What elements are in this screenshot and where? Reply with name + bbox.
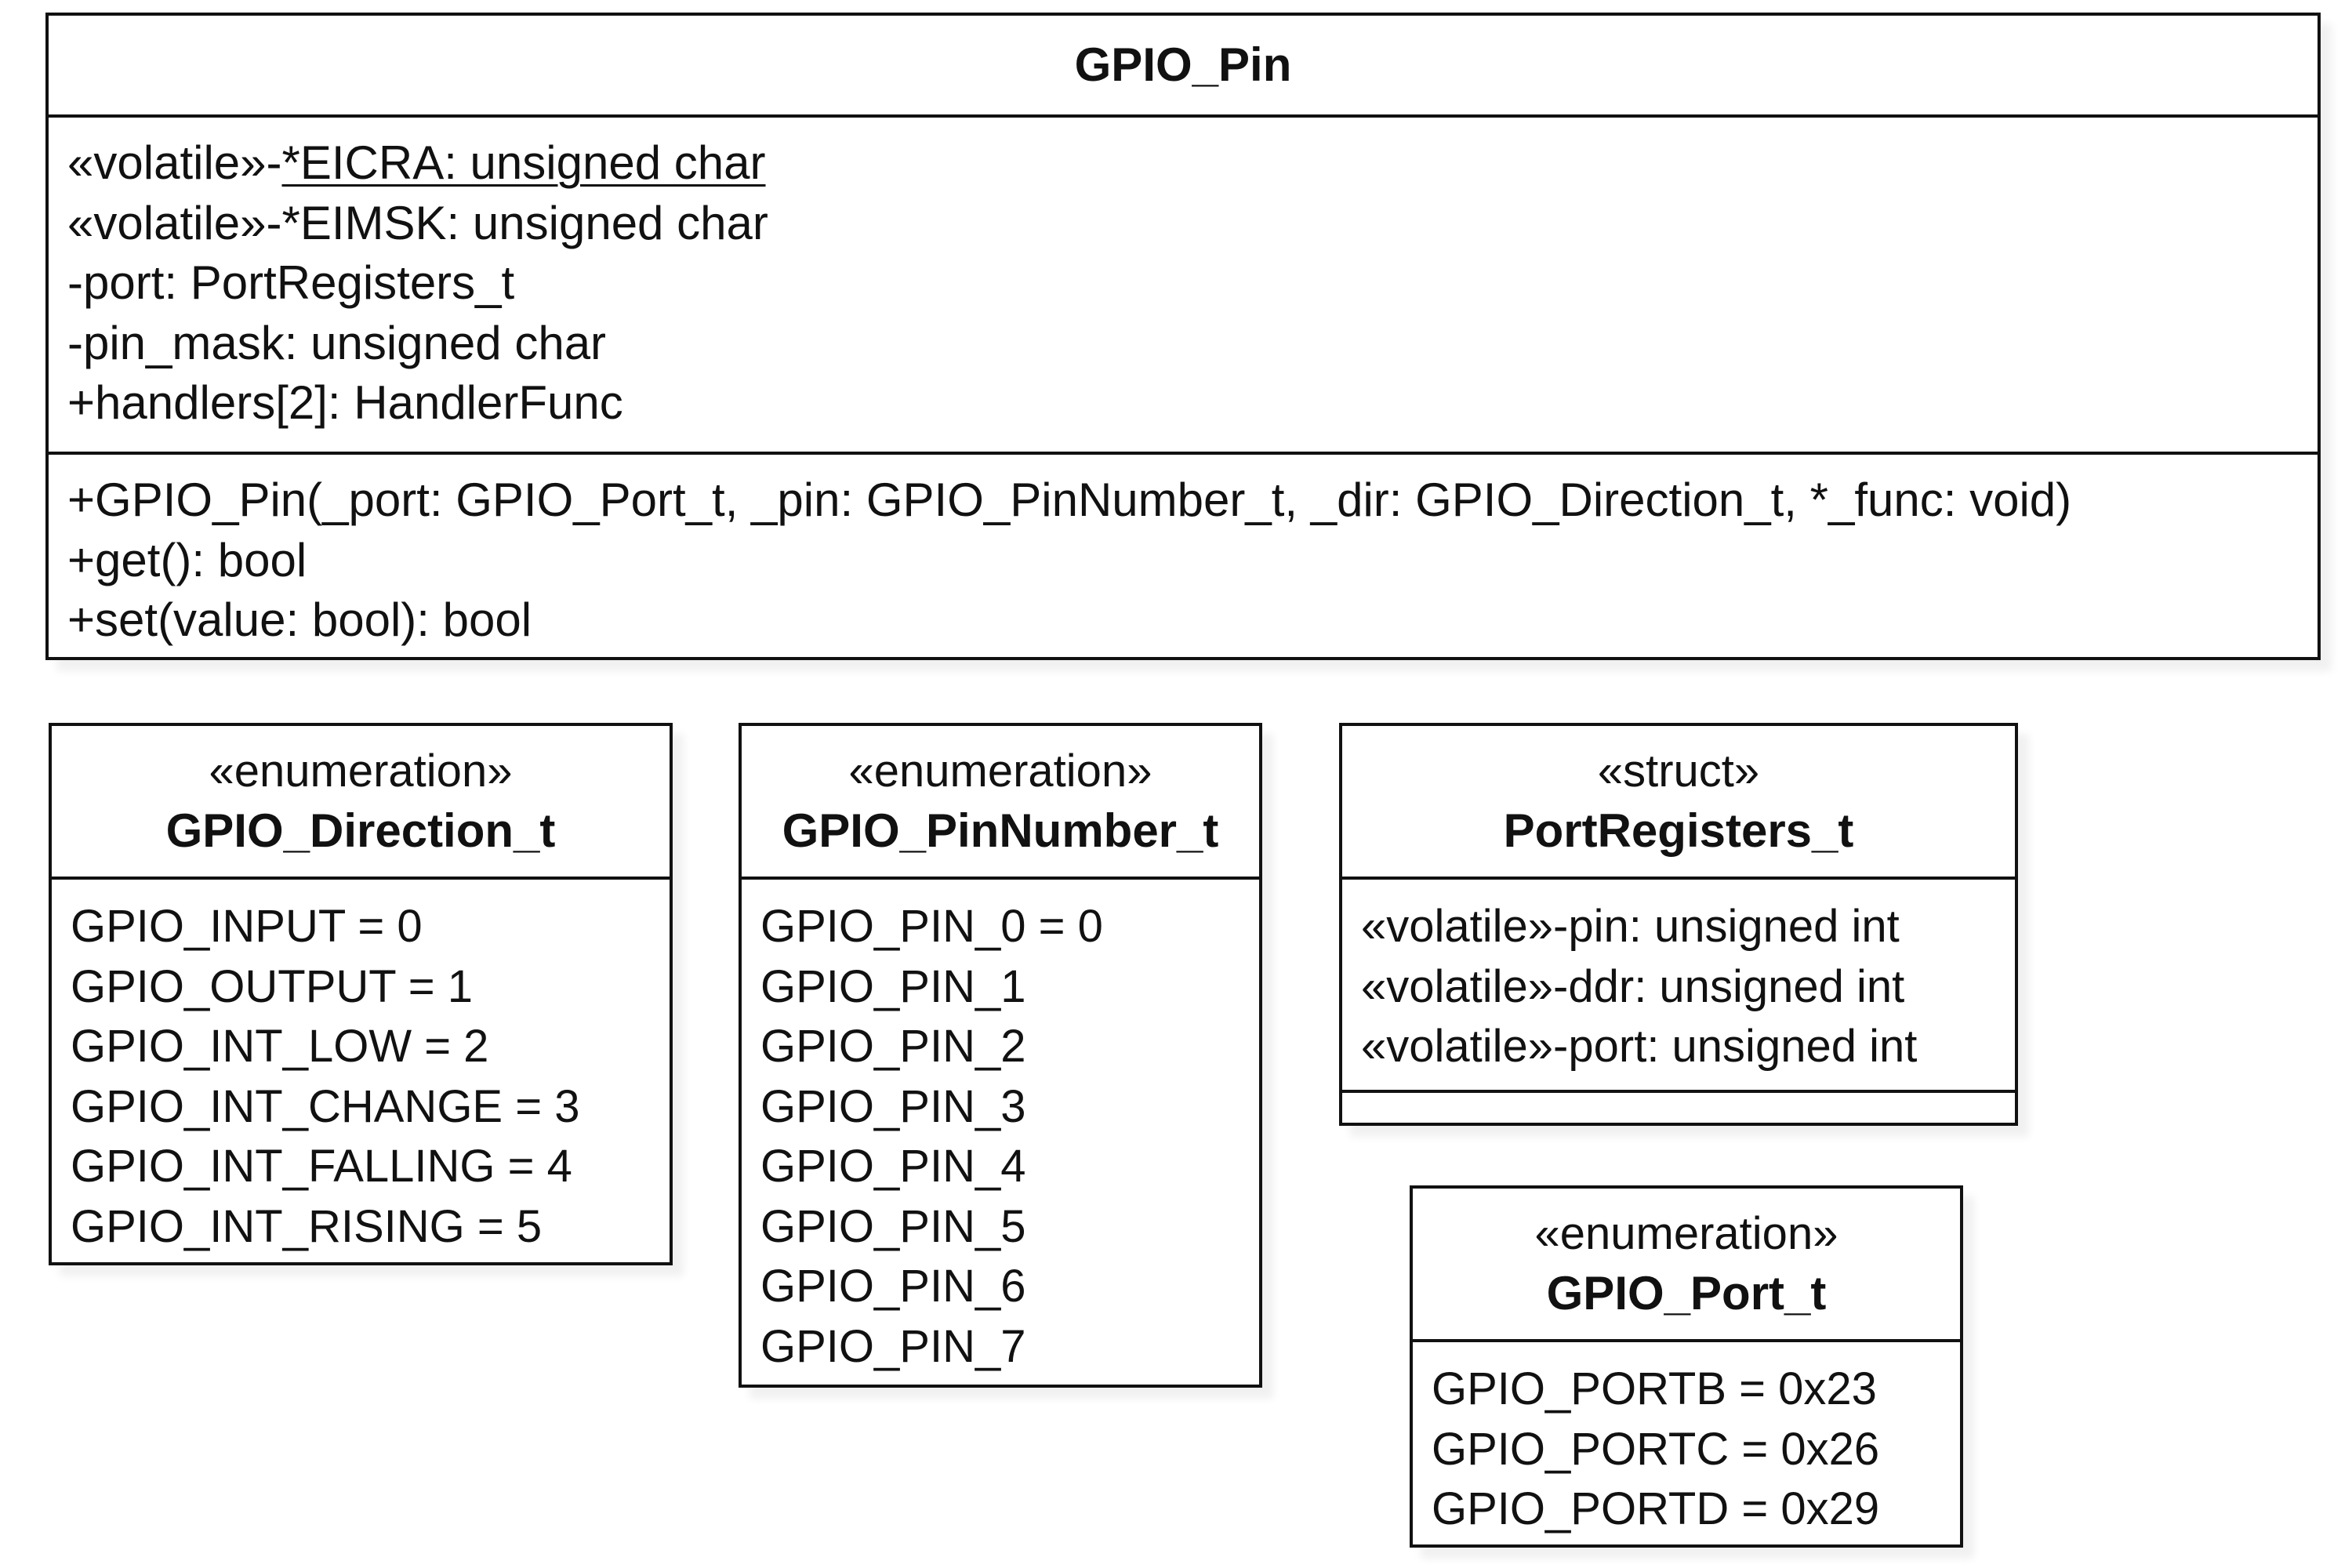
class-header: GPIO_Pin: [49, 16, 2318, 118]
enum-literal: GPIO_INPUT = 0: [71, 901, 423, 952]
enum-gpio-pinnumber[interactable]: «enumeration» GPIO_PinNumber_t GPIO_PIN_…: [739, 723, 1262, 1388]
struct-port-registers[interactable]: «struct» PortRegisters_t «volatile»-pin:…: [1339, 723, 2018, 1126]
enum-literal: GPIO_OUTPUT = 1: [71, 960, 474, 1012]
enum-gpio-direction[interactable]: «enumeration» GPIO_Direction_t GPIO_INPU…: [49, 723, 673, 1265]
enum-literal: GPIO_INT_CHANGE = 3: [71, 1080, 580, 1132]
class-name: GPIO_Port_t: [1546, 1267, 1827, 1319]
attribute-row: «volatile»-*EIMSK: unsigned char: [67, 196, 768, 249]
static-attribute: *EICRA: unsigned char: [281, 136, 766, 189]
enum-literal: GPIO_INT_FALLING = 4: [71, 1141, 572, 1192]
enum-literal: GPIO_PIN_5: [760, 1200, 1026, 1252]
attributes-compartment: «volatile»-pin: unsigned int «volatile»-…: [1342, 880, 2015, 1093]
enum-literal: GPIO_PIN_6: [760, 1261, 1026, 1312]
literals-compartment: GPIO_PIN_0 = 0 GPIO_PIN_1 GPIO_PIN_2 GPI…: [742, 880, 1259, 1377]
operation-row: +GPIO_Pin(_port: GPIO_Port_t, _pin: GPIO…: [67, 474, 2072, 526]
class-header: «struct» PortRegisters_t: [1342, 726, 2015, 880]
attribute-row: «volatile»-*EICRA: unsigned char: [67, 136, 766, 189]
enum-literal: GPIO_INT_RISING = 5: [71, 1200, 543, 1252]
class-name: PortRegisters_t: [1503, 804, 1854, 857]
enum-literal: GPIO_PORTD = 0x29: [1432, 1483, 1880, 1534]
attribute-row: -port: PortRegisters_t: [67, 256, 515, 309]
enum-literal: GPIO_PORTB = 0x23: [1432, 1363, 1877, 1414]
literals-compartment: GPIO_INPUT = 0 GPIO_OUTPUT = 1 GPIO_INT_…: [52, 880, 670, 1257]
class-name: GPIO_PinNumber_t: [782, 804, 1219, 857]
enum-literal: GPIO_PIN_7: [760, 1320, 1026, 1372]
enum-literal: GPIO_PIN_1: [760, 960, 1026, 1012]
attribute-row: +handlers[2]: HandlerFunc: [67, 376, 623, 429]
class-gpio-pin[interactable]: GPIO_Pin «volatile»-*EICRA: unsigned cha…: [45, 13, 2321, 660]
class-name: GPIO_Direction_t: [165, 804, 556, 857]
stereotype-label: «enumeration»: [848, 746, 1152, 797]
stereotype-label: «struct»: [1597, 746, 1760, 797]
enum-gpio-port[interactable]: «enumeration» GPIO_Port_t GPIO_PORTB = 0…: [1410, 1185, 1963, 1548]
class-header: «enumeration» GPIO_PinNumber_t: [742, 726, 1259, 880]
attribute-row: «volatile»-pin: unsigned int: [1361, 901, 1900, 952]
enum-literal: GPIO_INT_LOW = 2: [71, 1021, 489, 1072]
stereotype-label: «enumeration»: [1534, 1208, 1838, 1259]
class-header: «enumeration» GPIO_Port_t: [1413, 1189, 1960, 1342]
class-name: GPIO_Pin: [1074, 38, 1292, 91]
stereotype-label: «enumeration»: [209, 746, 513, 797]
literals-compartment: GPIO_PORTB = 0x23 GPIO_PORTC = 0x26 GPIO…: [1413, 1342, 1960, 1540]
attributes-compartment: «volatile»-*EICRA: unsigned char «volati…: [49, 118, 2318, 455]
operations-compartment: +GPIO_Pin(_port: GPIO_Port_t, _pin: GPIO…: [49, 455, 2318, 651]
operation-row: +set(value: bool): bool: [67, 593, 532, 646]
operation-row: +get(): bool: [67, 533, 307, 586]
attribute-row: «volatile»-ddr: unsigned int: [1361, 960, 1905, 1012]
enum-literal: GPIO_PORTC = 0x26: [1432, 1423, 1880, 1475]
enum-literal: GPIO_PIN_3: [760, 1080, 1026, 1132]
enum-literal: GPIO_PIN_0 = 0: [760, 901, 1103, 952]
attribute-row: -pin_mask: unsigned char: [67, 316, 607, 369]
enum-literal: GPIO_PIN_2: [760, 1021, 1026, 1072]
attribute-row: «volatile»-port: unsigned int: [1361, 1021, 1918, 1072]
class-header: «enumeration» GPIO_Direction_t: [52, 726, 670, 880]
enum-literal: GPIO_PIN_4: [760, 1141, 1026, 1192]
